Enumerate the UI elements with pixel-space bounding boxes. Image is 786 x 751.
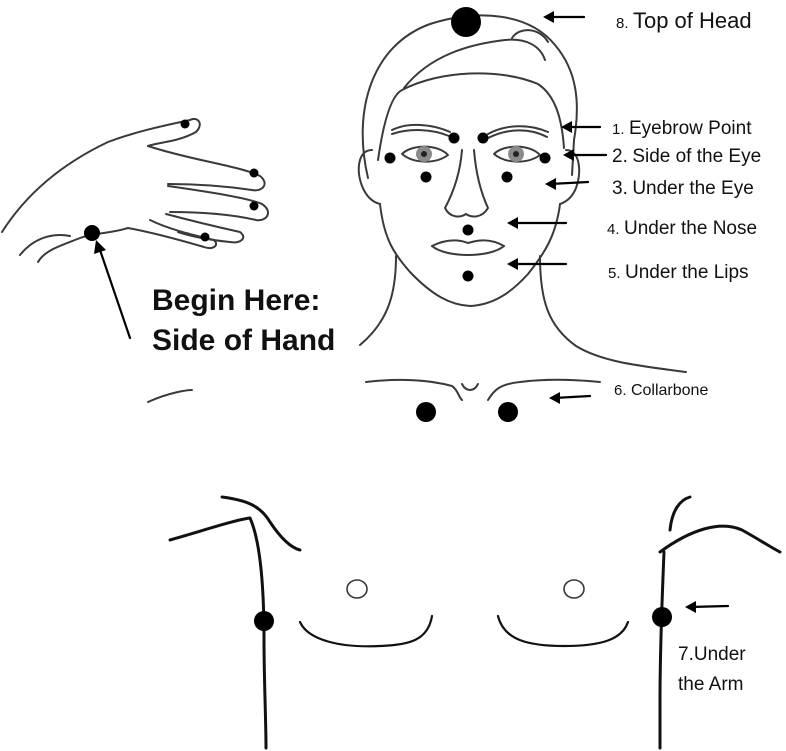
dot-under-arm-right bbox=[652, 607, 672, 627]
dot-under-lips bbox=[463, 271, 474, 282]
label-text: Under the Eye bbox=[632, 178, 753, 199]
label-number: 7. bbox=[678, 644, 694, 665]
dot-finger-middle bbox=[250, 202, 259, 211]
dot-collarbone-right bbox=[498, 402, 518, 422]
label-number: 5. bbox=[608, 265, 621, 282]
label-number: 2. bbox=[612, 146, 628, 167]
label-under-eye: 3. Under the Eye bbox=[612, 178, 754, 200]
label-number: 3. bbox=[612, 178, 628, 199]
dot-eyebrow-right bbox=[478, 133, 489, 144]
label-under-arm: 7.Under the Arm bbox=[678, 640, 746, 700]
dot-collarbone-left bbox=[416, 402, 436, 422]
dot-top-of-head bbox=[451, 7, 481, 37]
label-text: Under the Nose bbox=[624, 218, 757, 239]
dot-under-eye-left bbox=[421, 172, 432, 183]
label-text: Under bbox=[694, 644, 746, 665]
arrow-eyebrow-point bbox=[561, 121, 600, 133]
arrow-under-arm bbox=[685, 601, 728, 613]
dot-side-eye-left bbox=[385, 153, 396, 164]
dot-finger-ring bbox=[201, 233, 210, 242]
label-eyebrow-point: 1. Eyebrow Point bbox=[612, 118, 751, 140]
label-number: 6. bbox=[614, 382, 627, 399]
label-text: Collarbone bbox=[631, 382, 708, 399]
label-under-lips: 5. Under the Lips bbox=[608, 262, 749, 284]
label-top-of-head: 8. Top of Head bbox=[616, 8, 752, 34]
label-text: Eyebrow Point bbox=[629, 118, 752, 139]
nipples bbox=[347, 580, 584, 598]
begin-here-line2: Side of Hand bbox=[152, 324, 335, 357]
dot-finger-thumb bbox=[181, 120, 190, 129]
label-collarbone: 6. Collarbone bbox=[614, 382, 708, 400]
dot-eyebrow-left bbox=[449, 133, 460, 144]
dot-side-of-hand bbox=[84, 225, 100, 241]
dot-under-eye-right bbox=[502, 172, 513, 183]
label-under-nose: 4. Under the Nose bbox=[607, 218, 757, 240]
hand-drawing bbox=[2, 119, 268, 262]
label-number: 1. bbox=[612, 121, 625, 138]
label-number: 8. bbox=[616, 15, 629, 32]
arrow-top-of-head bbox=[543, 11, 584, 23]
label-text: Under the Lips bbox=[625, 262, 749, 283]
begin-here-line1: Begin Here: bbox=[152, 284, 320, 317]
arrow-under-eye bbox=[545, 178, 588, 190]
begin-here-label: Begin Here: Side of Hand bbox=[152, 281, 335, 361]
dot-under-nose bbox=[463, 225, 474, 236]
label-side-of-eye: 2. Side of the Eye bbox=[612, 146, 761, 168]
arrow-under-lips bbox=[507, 258, 566, 270]
arrow-collarbone bbox=[549, 392, 590, 404]
arrow-side-of-hand bbox=[94, 240, 130, 338]
dot-under-arm-left bbox=[254, 611, 274, 631]
label-text-line2: the Arm bbox=[678, 674, 743, 695]
label-number: 4. bbox=[607, 221, 620, 238]
label-text: Side of the Eye bbox=[632, 146, 761, 167]
dot-finger-index bbox=[250, 169, 259, 178]
dot-side-eye-right bbox=[540, 153, 551, 164]
label-text: Top of Head bbox=[633, 8, 752, 33]
